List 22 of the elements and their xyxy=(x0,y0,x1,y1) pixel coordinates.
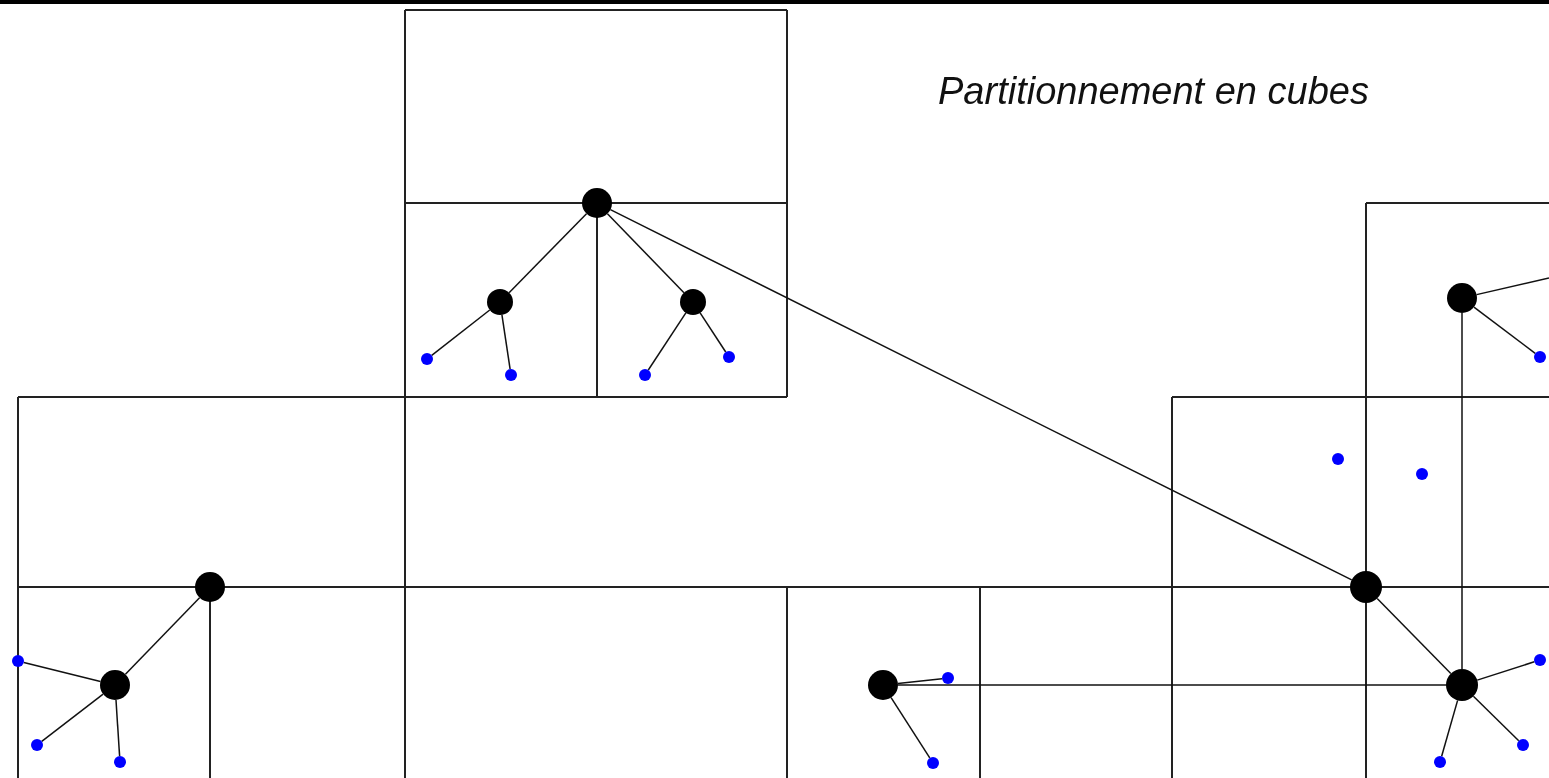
tree-edge xyxy=(1473,306,1536,355)
tree-edge xyxy=(1376,597,1452,675)
tree-edge xyxy=(1440,699,1459,757)
tree-edge xyxy=(1472,695,1520,742)
tree-edge xyxy=(431,309,491,357)
tree-edge xyxy=(699,312,727,353)
tree-edge xyxy=(124,597,201,675)
tree-edge xyxy=(1461,312,1463,670)
tree-edge xyxy=(1475,277,1549,296)
tree-edge xyxy=(23,661,102,683)
tree-edge xyxy=(1476,661,1536,681)
tree-edge xyxy=(508,212,588,294)
diagram-title: Partitionnement en cubes xyxy=(938,72,1369,110)
tree-edge xyxy=(609,208,1353,581)
tree-edge xyxy=(647,312,687,371)
tree-edge xyxy=(115,699,121,757)
tree-edge xyxy=(41,693,104,743)
tree-edge xyxy=(606,213,685,294)
tree-edge xyxy=(897,677,943,685)
tree-edge xyxy=(897,684,1447,686)
tree-edge xyxy=(501,314,511,370)
tree-edge xyxy=(890,696,931,759)
